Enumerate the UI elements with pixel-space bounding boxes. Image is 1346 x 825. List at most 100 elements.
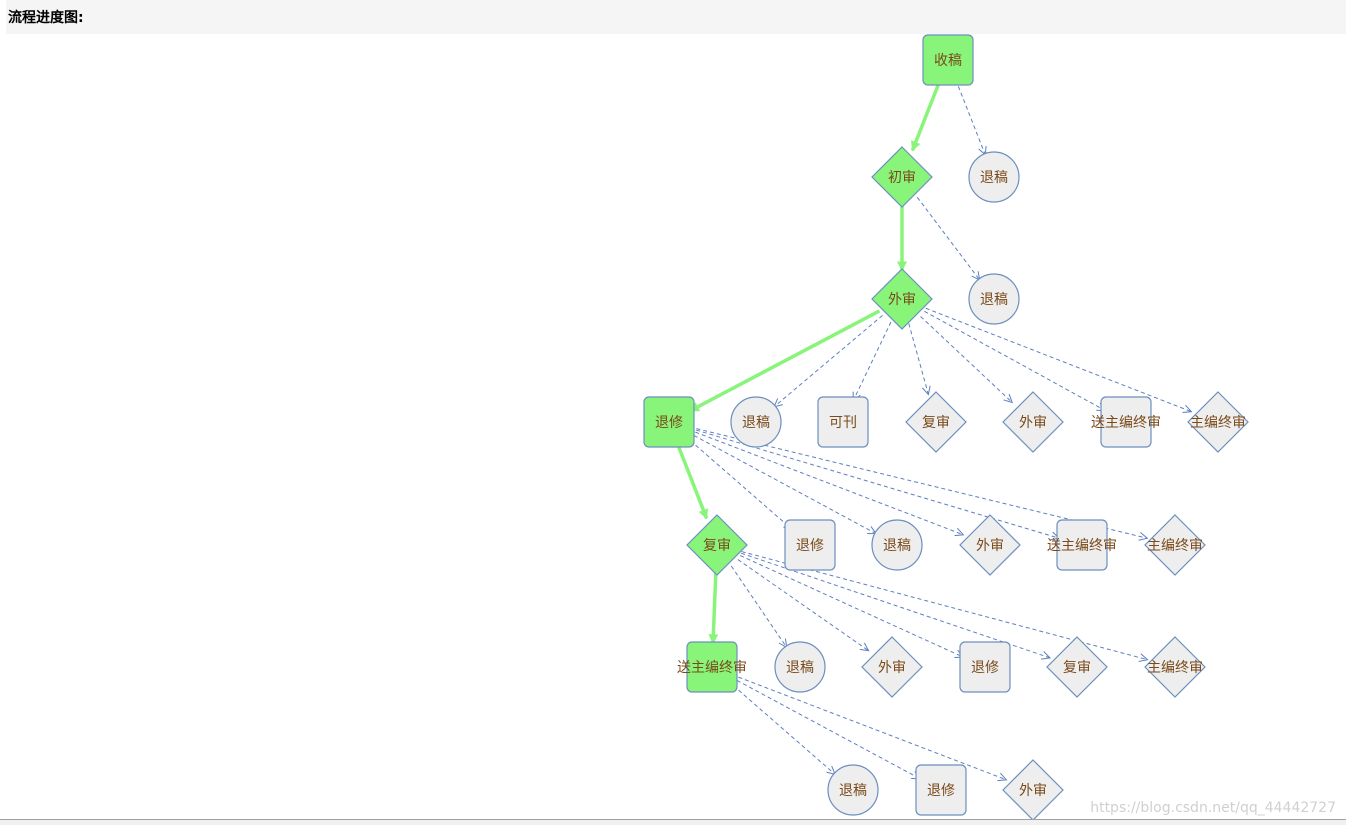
flow-edge-n4-n7	[774, 315, 883, 406]
flow-edge-n13-n20	[730, 565, 786, 647]
flow-node-n2[interactable]: 初审	[871, 146, 933, 208]
flow-node-n24[interactable]: 主编终审	[1144, 636, 1206, 698]
flow-node-n21[interactable]: 外审	[861, 636, 923, 698]
flow-node-n15[interactable]: 退稿	[871, 519, 923, 571]
node-shape-rect	[959, 641, 1011, 693]
flow-edge-n13-n23	[740, 552, 1050, 658]
flow-node-n11[interactable]: 送主编终审	[1091, 396, 1161, 448]
flow-node-n5[interactable]: 退稿	[968, 273, 1020, 325]
node-shape-circle	[827, 764, 879, 816]
flow-node-n22[interactable]: 退修	[959, 641, 1011, 693]
flow-node-n4[interactable]: 外审	[871, 268, 933, 330]
node-shape-diamond	[905, 391, 967, 453]
header-bar: 流程进度图:	[6, 0, 1346, 34]
node-shape-rect	[1056, 519, 1108, 571]
flow-edge-n13-n22	[740, 555, 963, 658]
node-label: 退稿	[980, 170, 1008, 186]
flow-node-n17[interactable]: 送主编终审	[1047, 519, 1117, 571]
node-shape-circle	[968, 273, 1020, 325]
node-shape-diamond	[1144, 636, 1206, 698]
flow-node-n23[interactable]: 复审	[1046, 636, 1108, 698]
node-label: 退修	[927, 783, 955, 799]
flow-node-n12[interactable]: 主编终审	[1187, 391, 1249, 453]
node-label: 复审	[703, 537, 731, 554]
node-shape-diamond	[871, 146, 933, 208]
node-label: 退稿	[786, 660, 814, 676]
node-shape-diamond	[686, 514, 748, 576]
node-layer: 收稿初审退稿外审退稿退修退稿可刊复审外审送主编终审主编终审复审退修退稿外审送主编…	[643, 34, 1249, 821]
node-label: 复审	[922, 414, 950, 431]
edge-layer	[675, 79, 1192, 780]
bottom-edge	[0, 819, 1346, 825]
flow-node-n26[interactable]: 退修	[915, 764, 967, 816]
page-title: 流程进度图:	[8, 10, 84, 26]
node-shape-rect	[686, 641, 738, 693]
node-label: 退稿	[980, 292, 1008, 308]
flow-edge-n19-n27	[731, 674, 1007, 780]
flow-node-n25[interactable]: 退稿	[827, 764, 879, 816]
node-shape-diamond	[1046, 636, 1108, 698]
node-label: 送主编终审	[1047, 538, 1117, 554]
node-label: 外审	[976, 538, 1004, 554]
flow-node-n8[interactable]: 可刊	[817, 396, 869, 448]
flow-edge-n4-n8	[853, 321, 892, 401]
node-label: 可刊	[829, 415, 857, 431]
node-shape-diamond	[861, 636, 923, 698]
flow-edge-n2-n5	[916, 197, 979, 280]
flow-edge-n1-n3	[955, 79, 986, 155]
node-label: 主编终审	[1190, 415, 1246, 431]
flow-edge-n13-n19	[708, 570, 719, 645]
node-shape-circle	[730, 396, 782, 448]
flow-node-n14[interactable]: 退修	[784, 519, 836, 571]
node-label: 送主编终审	[677, 660, 747, 676]
flow-node-n27[interactable]: 外审	[1002, 759, 1064, 821]
flow-edge-n4-n12	[925, 307, 1192, 411]
node-label: 收稿	[934, 53, 962, 69]
node-shape-rect	[817, 396, 869, 448]
flow-node-n3[interactable]: 退稿	[968, 151, 1020, 203]
node-label: 退修	[796, 538, 824, 554]
flow-node-n1[interactable]: 收稿	[922, 34, 974, 86]
node-label: 送主编终审	[1091, 415, 1161, 431]
flow-edge-n6-n15	[687, 431, 876, 534]
node-label: 退修	[655, 415, 683, 431]
node-label: 主编终审	[1147, 660, 1203, 676]
node-label: 外审	[1019, 783, 1047, 799]
node-shape-rect	[915, 764, 967, 816]
flow-edge-n1-n2	[910, 79, 942, 152]
node-label: 初审	[888, 169, 916, 186]
node-shape-diamond	[1144, 514, 1206, 576]
node-label: 外审	[878, 660, 906, 676]
flow-edge-n4-n11	[924, 310, 1105, 410]
node-shape-circle	[968, 151, 1020, 203]
node-shape-diamond	[1002, 391, 1064, 453]
flow-node-n9[interactable]: 复审	[905, 391, 967, 453]
flow-node-n6[interactable]: 退修	[643, 396, 695, 448]
flow-edge-n6-n16	[688, 429, 964, 535]
flow-edge-n4-n6	[689, 309, 881, 413]
flow-node-n20[interactable]: 退稿	[774, 641, 826, 693]
flow-node-n16[interactable]: 外审	[959, 514, 1021, 576]
node-label: 主编终审	[1147, 538, 1203, 554]
flow-edge-n19-n26	[730, 676, 920, 779]
node-shape-rect	[784, 519, 836, 571]
flow-node-n19[interactable]: 送主编终审	[677, 641, 747, 693]
node-shape-diamond	[871, 268, 933, 330]
flow-edge-n4-n9	[908, 323, 929, 395]
node-label: 退稿	[742, 415, 770, 431]
node-label: 退稿	[839, 783, 867, 799]
flow-node-n7[interactable]: 退稿	[730, 396, 782, 448]
flow-node-n10[interactable]: 外审	[1002, 391, 1064, 453]
flow-edge-n6-n13	[675, 441, 709, 520]
node-label: 退稿	[883, 538, 911, 554]
node-shape-rect	[1100, 396, 1152, 448]
node-shape-circle	[774, 641, 826, 693]
flow-edge-n4-n10	[920, 316, 1013, 402]
node-shape-rect	[643, 396, 695, 448]
flow-node-n18[interactable]: 主编终审	[1144, 514, 1206, 576]
flow-node-n13[interactable]: 复审	[686, 514, 748, 576]
node-label: 退修	[971, 660, 999, 676]
node-label: 复审	[1063, 659, 1091, 676]
flow-edge-n13-n21	[737, 559, 869, 651]
